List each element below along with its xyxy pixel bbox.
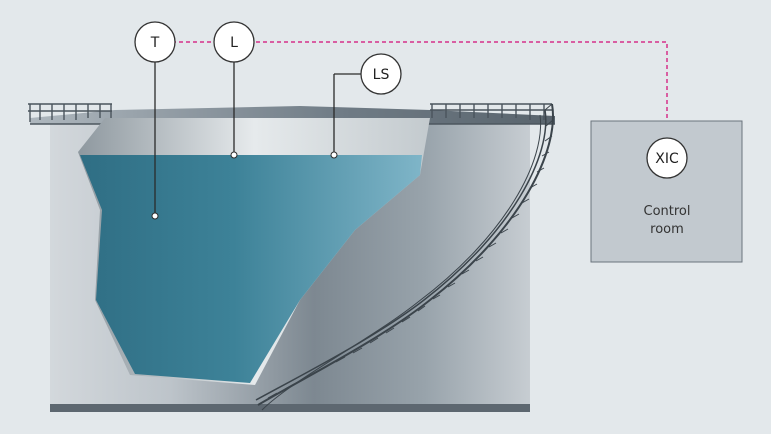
control-room-line2: room (650, 222, 684, 237)
temperature-instrument[interactable]: T (134, 21, 176, 63)
control-room-line1: Control (644, 204, 691, 219)
temperature-label: T (150, 35, 160, 51)
railing-left (28, 103, 112, 122)
control-room-box[interactable]: XIC Control room (590, 120, 743, 263)
tank-liquid (80, 155, 422, 383)
level-switch-instrument[interactable]: LS (360, 53, 402, 95)
railing-right (430, 103, 552, 120)
spiral-staircase (255, 103, 554, 411)
signal-line (172, 41, 668, 138)
tank-base (50, 402, 530, 412)
level-instrument[interactable]: L (213, 21, 255, 63)
controller-label: XIC (655, 151, 679, 167)
level-switch-label: LS (373, 67, 390, 83)
level-label: L (230, 35, 238, 51)
